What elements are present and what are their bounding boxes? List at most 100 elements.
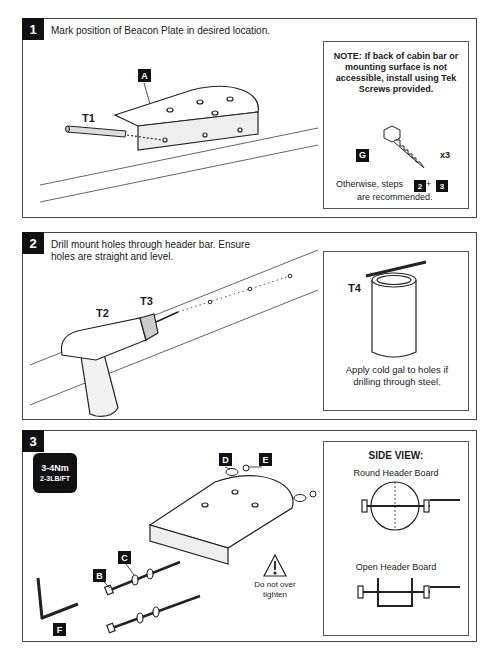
marker-pencil (66, 126, 127, 137)
washer-nut (243, 465, 249, 471)
drill-holes (178, 276, 290, 312)
leader-line (144, 83, 150, 104)
side-view-box: SIDE VIEW: Round Header BoardOpen Header … (323, 441, 469, 636)
warning-triangle (274, 561, 276, 570)
cold-gal-can (372, 280, 416, 357)
step-number: 2 (22, 232, 44, 254)
header-bar (40, 145, 318, 202)
open-header-board (424, 586, 429, 598)
power-drill (80, 350, 118, 416)
washer-nut (226, 465, 316, 502)
step-heading: Mark position of Beacon Plate in desired… (51, 25, 270, 36)
note-text: are recommended. (357, 192, 433, 202)
round-header-board (364, 505, 430, 507)
step-number: 3 (22, 430, 44, 452)
beacon-plate (212, 111, 218, 115)
beacon-plate (150, 476, 293, 564)
washer-nut (226, 469, 238, 476)
round-header-board (362, 482, 460, 530)
box-text: E (262, 455, 268, 465)
tool-label: T3 (140, 295, 153, 307)
washer-nut (310, 491, 316, 497)
view-caption: Open Header Board (324, 562, 468, 572)
power-drill (140, 314, 158, 340)
bolt (132, 575, 138, 585)
box-text: 2 (418, 181, 422, 192)
step-panel: 33-4Nm2-3LB/FTDECBFSIDE VIEW:Round Heade… (22, 430, 477, 642)
open-header-board (358, 578, 460, 606)
power-drill (61, 312, 178, 416)
tool-label: T2 (96, 307, 109, 319)
instruction-text: Apply cold gal to holes if drilling thro… (340, 364, 454, 388)
step-reference: 3 (436, 180, 448, 192)
tool-label: T1 (82, 112, 95, 124)
step-panel: Drill mount holes through header bar. En… (22, 232, 477, 420)
leader-line (144, 83, 150, 104)
note-heading: NOTE: (334, 51, 362, 61)
quantity: x3 (440, 150, 450, 160)
beacon-plate (227, 97, 233, 101)
bolt (112, 596, 200, 628)
open-header-board (360, 591, 430, 593)
box-text: 3 (440, 181, 444, 192)
box-text: C (121, 553, 128, 563)
bolt (110, 562, 180, 590)
callout-letter: B (93, 569, 106, 582)
beacon-plate (232, 490, 238, 494)
box-text: 1 (29, 22, 36, 37)
allen-key (38, 578, 78, 618)
bolt (105, 562, 200, 633)
cold-gal-can (366, 262, 426, 357)
leader-line (225, 467, 230, 469)
power-drill (61, 318, 146, 360)
note-text: Otherwise, steps (336, 179, 403, 189)
open-header-board (358, 586, 363, 598)
leader-line (126, 564, 134, 575)
callout-letter: A (138, 69, 151, 82)
header-bar (30, 290, 318, 405)
bolt (153, 607, 159, 617)
beacon-plate (138, 112, 258, 150)
leader-line (249, 467, 262, 468)
beacon-plate (197, 100, 203, 104)
torque-badge: 3-4Nm2-3LB/FT (33, 453, 77, 493)
leader-line (104, 582, 110, 588)
open-header-board (430, 586, 460, 588)
cold-gal-can (372, 273, 416, 287)
torque-value: 2-3LB/FT (40, 474, 70, 483)
cold-gal-can (366, 262, 426, 276)
marker-pencil (67, 126, 126, 137)
drill-holes (208, 300, 212, 304)
power-drill (156, 312, 178, 322)
box-text: D (222, 455, 229, 465)
tool-label: T4 (348, 282, 361, 294)
warning-text: Do not over tighten (250, 580, 300, 600)
box-text: 2 (29, 236, 36, 251)
beacon-plate (252, 503, 258, 507)
beacon-plate (115, 86, 258, 150)
beacon-plate (203, 133, 207, 137)
drill-holes (288, 274, 292, 278)
allen-key (38, 578, 78, 618)
cold-gal-can (377, 276, 411, 285)
beacon-plate (238, 128, 242, 132)
note-text: + (426, 179, 431, 189)
torque-value: 3-4Nm (41, 463, 69, 474)
view-title: SIDE VIEW: (324, 450, 468, 461)
box-text: B (96, 571, 103, 581)
beacon-plate (127, 135, 162, 140)
warning-triangle (274, 572, 276, 574)
beacon-plate (150, 525, 228, 564)
step-reference: 2 (414, 180, 426, 192)
callout-letter: D (219, 453, 232, 466)
callout-letter: E (259, 453, 272, 466)
tool-box: T4Apply cold gal to holes if drilling th… (323, 251, 469, 411)
box-text: A (141, 71, 148, 81)
leader-line (104, 467, 262, 588)
bolt (137, 613, 143, 623)
beacon-plate (202, 503, 208, 507)
step-number: 1 (22, 18, 44, 40)
round-header-board (362, 500, 367, 512)
view-caption: Round Header Board (324, 468, 468, 478)
